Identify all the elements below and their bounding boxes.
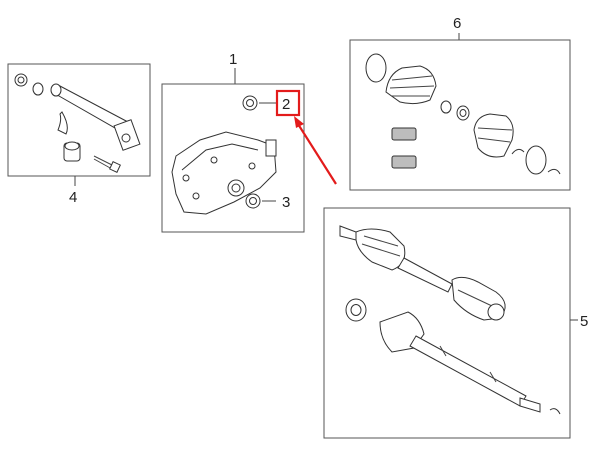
bolt-part: [93, 155, 115, 167]
callout-1: 1: [229, 51, 237, 68]
box-4-housing-group: 4: [7, 63, 151, 206]
callout-2: 2: [282, 96, 290, 113]
bracket-part: [57, 111, 68, 135]
red-arrow-icon: [294, 116, 337, 185]
clip-part: [391, 127, 417, 141]
end-snap-ring-part: [549, 408, 561, 415]
shaft-part: [397, 257, 453, 293]
big-clamp-part: [525, 145, 547, 175]
boot-2-part: [473, 113, 514, 158]
box-6-boot-kit-group: 6: [349, 15, 571, 191]
boot-part: [385, 65, 437, 105]
seal-part: [32, 82, 44, 96]
box-5-drive-shaft-group: 5: [323, 207, 588, 439]
callout-4: 4: [69, 189, 77, 206]
snap-ring-part: [511, 148, 525, 155]
box-1-differential-group: 1 2 3: [161, 51, 305, 233]
callout-5: 5: [580, 313, 588, 330]
clamp-ring-part: [365, 53, 387, 83]
callout-3: 3: [282, 194, 290, 211]
callout-2-highlight: [275, 89, 301, 117]
small-ring-part: [440, 100, 452, 114]
callout-6: 6: [453, 15, 461, 32]
